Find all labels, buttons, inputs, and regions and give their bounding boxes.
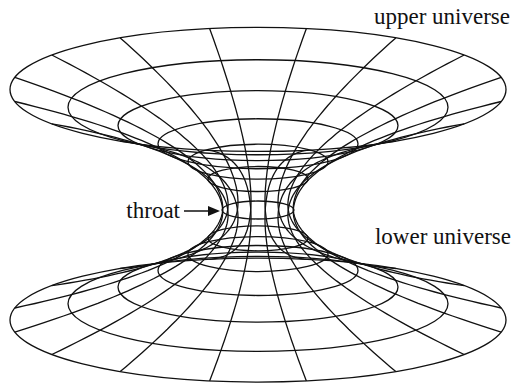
upper-meridian: [210, 29, 251, 202]
upper-ring: [208, 167, 308, 192]
lower-meridian: [293, 208, 501, 308]
upper-meridian: [52, 55, 228, 205]
upper-meridian: [265, 150, 306, 219]
lower-meridian: [120, 218, 238, 372]
upper-meridian: [293, 77, 501, 208]
region-label: lower universe: [375, 224, 511, 249]
lower-meridian: [210, 219, 251, 381]
region-label: upper universe: [374, 4, 510, 29]
embedding-surface: [10, 27, 506, 382]
lower-ring: [10, 258, 506, 382]
upper-meridian: [120, 38, 238, 203]
lower-meridian: [15, 212, 223, 332]
upper-ring: [118, 91, 398, 161]
lower-meridian: [265, 201, 306, 259]
lower-meridian: [15, 208, 223, 308]
callout-label: throat: [126, 198, 180, 223]
throat-ring: [222, 201, 294, 219]
leader-line: [184, 210, 210, 212]
upper-meridian: [288, 55, 464, 205]
lower-meridian: [265, 219, 306, 381]
upper-meridian: [265, 29, 306, 202]
upper-ring: [10, 27, 506, 151]
arrow-head: [208, 206, 220, 216]
lower-ring: [208, 226, 308, 251]
upper-meridian: [15, 77, 223, 208]
lower-ring: [68, 256, 448, 351]
